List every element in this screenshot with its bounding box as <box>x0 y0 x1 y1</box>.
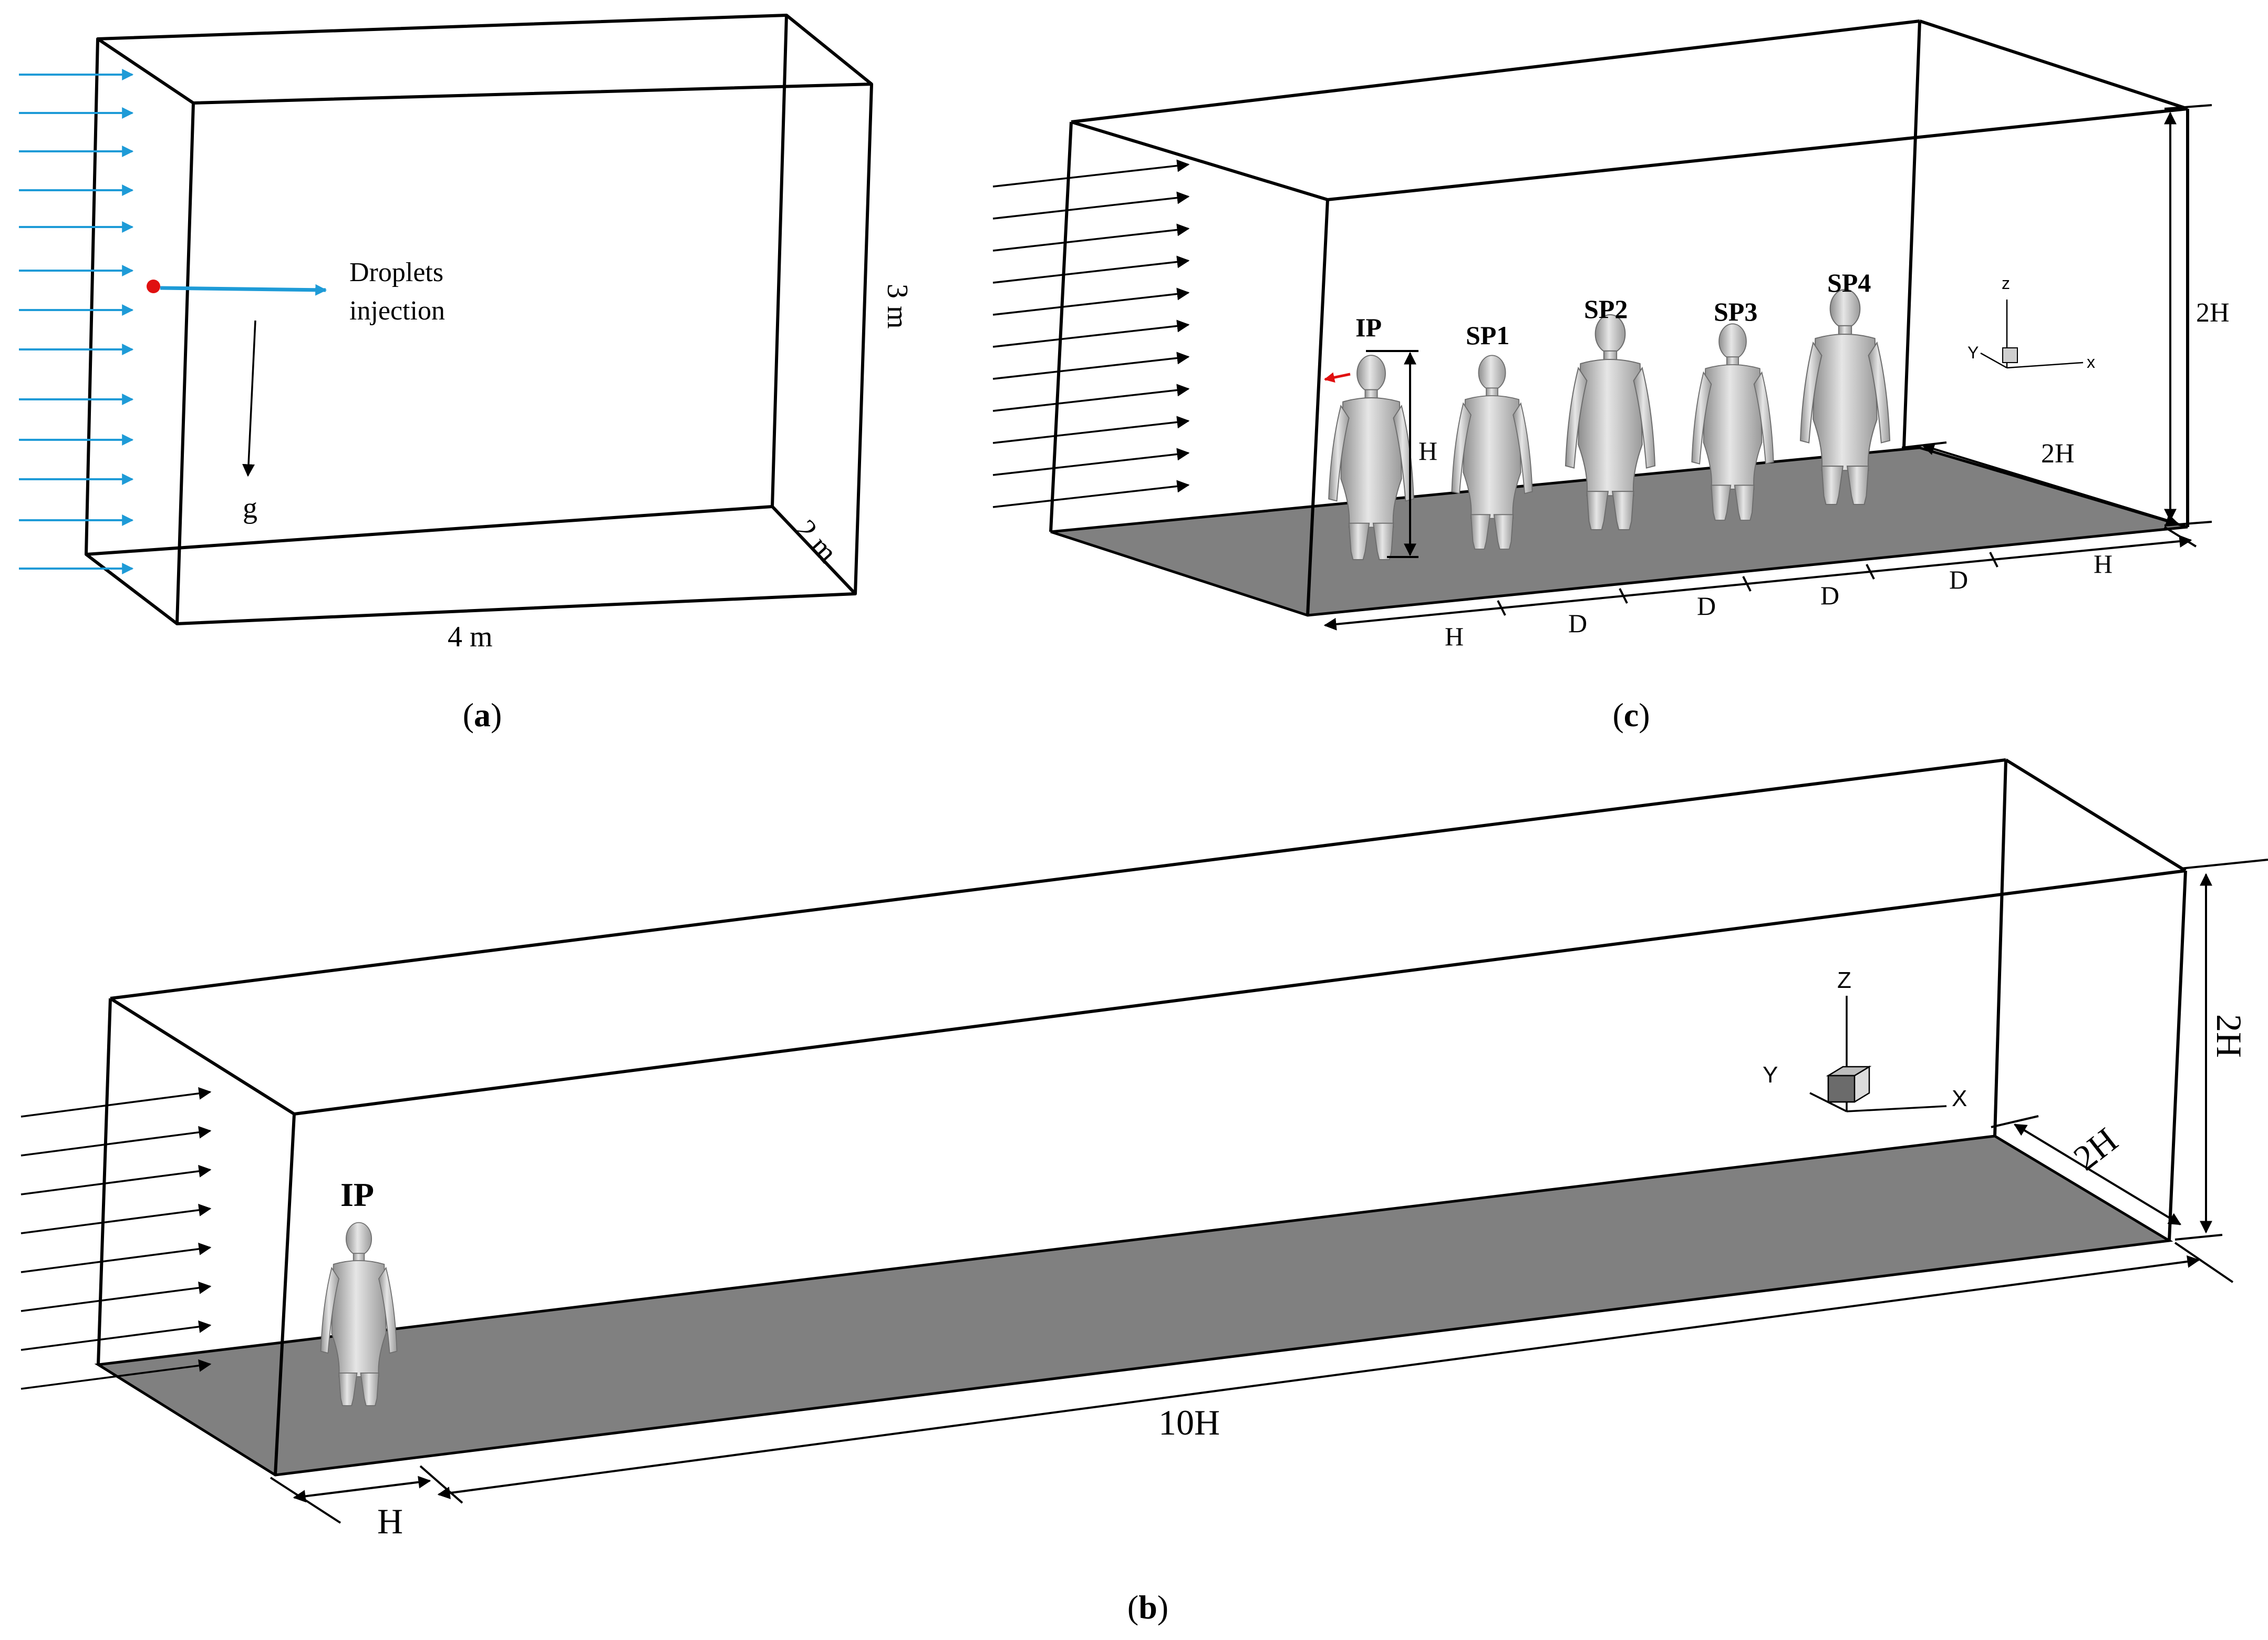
c-label-sp1: SP1 <box>1466 321 1509 350</box>
b-inflow-arrow-1 <box>20 1087 212 1118</box>
panel-c-caption: (c) <box>1612 696 1650 734</box>
droplets-label-line2: injection <box>349 296 445 326</box>
b-axis-y: Y <box>1763 1062 1778 1088</box>
b-inflow-arrow-6 <box>20 1281 212 1312</box>
panel-c: 2H 2H H D D D D H IP <box>992 19 2230 734</box>
c-bottom-label-d3: D <box>1820 581 1839 610</box>
b-offset-label: H <box>377 1501 403 1541</box>
b-inflow-arrow-5 <box>20 1242 212 1273</box>
c-label-sp3: SP3 <box>1714 297 1757 326</box>
panel-a-inflow-arrows <box>19 69 134 574</box>
c-depth-tick <box>1901 441 1947 449</box>
c-bottom-label-h2: H <box>2094 549 2112 579</box>
panel-c-box <box>1049 19 2189 616</box>
c-axis-x: x <box>2087 353 2095 372</box>
c-bottom-labels: H D D D D H <box>1445 549 2112 651</box>
c-exhale-arrow <box>1324 372 1351 383</box>
b-inflow-arrow-4 <box>20 1203 212 1234</box>
c-label-sp2: SP2 <box>1584 294 1628 324</box>
panel-a-caption: (a) <box>463 696 502 734</box>
panel-b-caption: (b) <box>1127 1589 1168 1626</box>
c-height-tick-top <box>2164 104 2212 110</box>
b-axis-triad <box>1809 996 1947 1112</box>
c-inflow-arrow-8 <box>992 384 1190 412</box>
c-inflow-arrow-5 <box>992 287 1190 316</box>
c-axis-y: Y <box>1967 343 1979 362</box>
injection-arrow <box>160 284 327 296</box>
c-label-ip: IP <box>1355 313 1382 342</box>
c-inflow-arrow-4 <box>992 255 1190 284</box>
c-inflow-arrow-3 <box>992 223 1190 252</box>
c-ip-height-label: H <box>1418 436 1437 466</box>
c-inflow-arrow-10 <box>992 448 1190 476</box>
injection-point <box>147 280 160 293</box>
depth-dimension-label: 2 m <box>789 513 843 569</box>
c-inflow-arrow-11 <box>992 480 1190 508</box>
panel-b-inflow-arrows <box>20 1087 212 1390</box>
b-label-ip: IP <box>340 1176 374 1213</box>
c-bottom-label-d4: D <box>1949 565 1968 594</box>
gravity-arrow <box>242 320 256 477</box>
c-axis-z: z <box>2002 274 2010 293</box>
b-inflow-arrow-7 <box>20 1320 212 1351</box>
width-dimension-label: 4 m <box>448 621 493 653</box>
b-offset-tick-right <box>419 1465 463 1504</box>
b-height-tick-bottom <box>2174 1234 2223 1241</box>
c-inflow-arrow-9 <box>992 416 1190 444</box>
droplets-label-line1: Droplets <box>349 257 443 287</box>
c-depth-dim-line <box>1921 442 2179 527</box>
c-label-sp4: SP4 <box>1827 268 1871 297</box>
c-inflow-arrow-2 <box>992 191 1190 220</box>
c-bottom-label-d2: D <box>1697 591 1716 621</box>
c-bottom-end-tick <box>2163 526 2197 548</box>
c-inflow-arrow-7 <box>992 352 1190 380</box>
b-depth-label: 2H <box>2066 1120 2125 1178</box>
panel-c-inflow-arrows <box>992 159 1190 508</box>
c-bottom-dim-line <box>1323 535 2192 631</box>
b-depth-dim-line <box>2013 1123 2182 1225</box>
c-bottom-label-h1: H <box>1445 622 1464 651</box>
b-inflow-arrow-3 <box>20 1164 212 1195</box>
b-length-end-tick <box>2174 1242 2234 1283</box>
panel-a-box <box>85 14 873 625</box>
b-inflow-arrow-2 <box>20 1126 212 1157</box>
c-bottom-ticks <box>1497 552 1998 616</box>
c-bottom-label-d1: D <box>1568 608 1587 638</box>
c-person-labels: IP SP1 SP2 SP3 SP4 <box>1355 268 1871 350</box>
height-dimension-label: 3 m <box>881 284 914 329</box>
panel-a: Droplets injection g 3 m 2 m 4 m (a) <box>19 14 914 734</box>
b-length-dim-line <box>437 1255 2200 1500</box>
b-axis-z: Z <box>1837 967 1851 993</box>
c-inflow-arrow-1 <box>992 159 1190 188</box>
b-axis-x: X <box>1952 1086 1967 1111</box>
b-height-label: 2H <box>2209 1014 2249 1058</box>
c-axis-triad <box>1980 300 2084 369</box>
c-inflow-arrow-6 <box>992 319 1190 348</box>
panel-b: 2H 2H 10H H IP Z Y X (b) <box>20 758 2268 1626</box>
c-height-label: 2H <box>2196 298 2230 328</box>
b-inflow-arrow-8 <box>20 1359 212 1390</box>
b-length-label: 10H <box>1158 1402 1220 1442</box>
c-depth-label: 2H <box>2041 439 2075 469</box>
b-offset-dim-line <box>293 1476 431 1503</box>
b-depth-tick <box>1991 1115 2039 1128</box>
gravity-label: g <box>243 492 257 524</box>
b-height-tick-top <box>2180 859 2268 870</box>
b-offset-tick-left <box>270 1477 341 1524</box>
